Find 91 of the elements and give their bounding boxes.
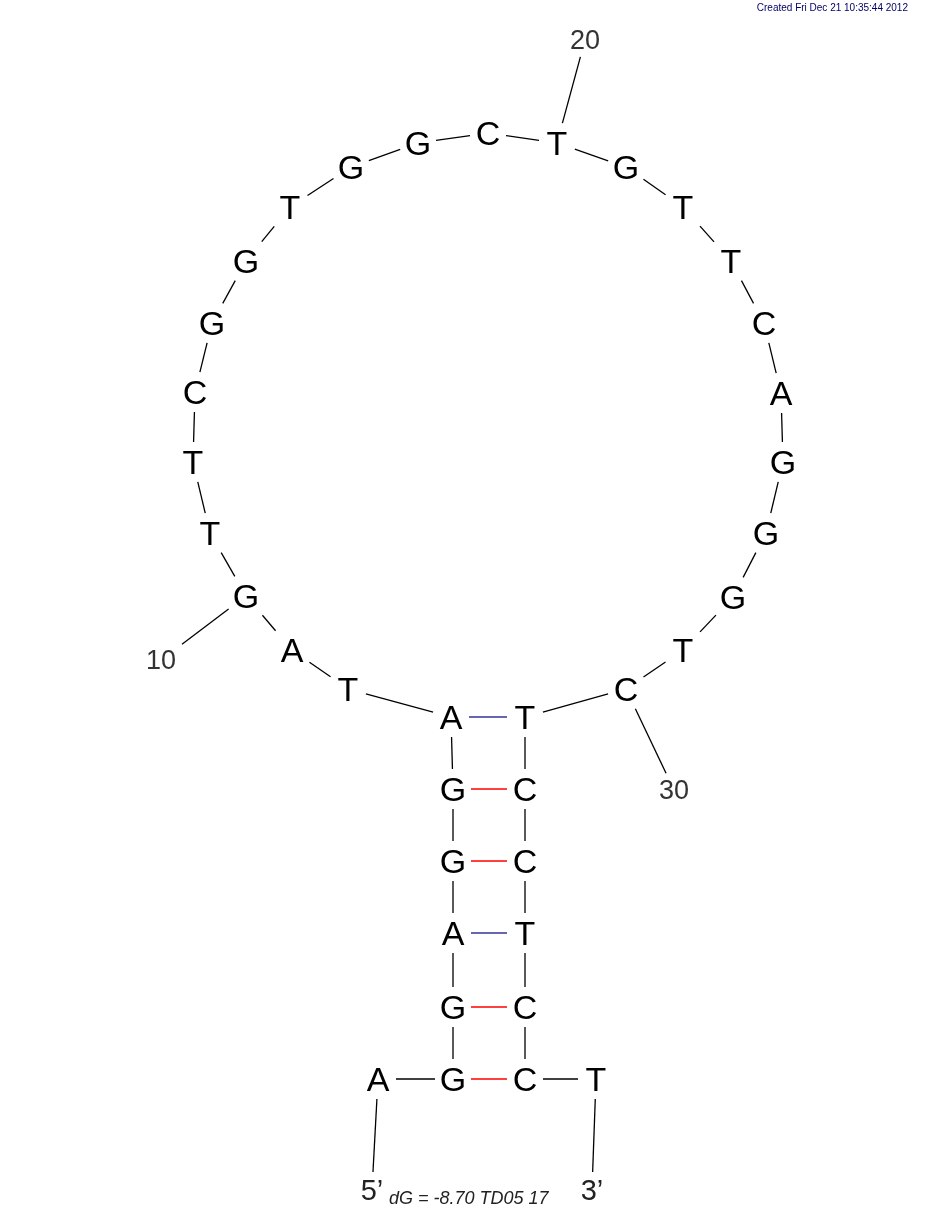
base-letter: T [542, 126, 572, 160]
backbone-line [306, 177, 335, 197]
backbone-line [261, 225, 275, 243]
backbone-line [197, 481, 206, 514]
base-pair-line [470, 788, 508, 790]
backbone-line [220, 551, 236, 578]
backbone-line [395, 1078, 436, 1080]
base-letter: G [718, 580, 748, 614]
backbone-line [574, 148, 609, 162]
base-letter: T [195, 516, 225, 550]
base-pair-line [470, 932, 508, 934]
base-letter: G [768, 445, 798, 479]
base-letter: T [668, 633, 698, 667]
backbone-line [435, 134, 471, 142]
base-letter: A [363, 1062, 393, 1096]
backbone-line [450, 736, 454, 770]
base-letter: T [510, 700, 540, 734]
backbone-line [699, 225, 715, 243]
base-letter: T [333, 672, 363, 706]
base-letter: A [438, 916, 468, 950]
backbone-line [740, 280, 755, 304]
position-number: 10 [141, 646, 181, 674]
base-letter: A [766, 376, 796, 410]
base-letter: G [403, 126, 433, 160]
strand-end-label: 5’ [358, 1175, 386, 1205]
base-letter: G [438, 772, 468, 806]
backbone-line [261, 614, 277, 632]
base-letter: A [277, 633, 307, 667]
backbone-line [542, 1078, 579, 1080]
backbone-line [642, 178, 667, 196]
base-letter: C [510, 990, 540, 1024]
backbone-line [542, 693, 609, 713]
leader-line [561, 56, 582, 124]
base-pair-line [470, 1006, 508, 1008]
base-letter: C [473, 116, 503, 150]
base-letter: C [510, 844, 540, 878]
backbone-line [199, 342, 208, 373]
backbone-line [452, 952, 454, 988]
backbone-line [365, 693, 434, 713]
backbone-line [524, 952, 526, 988]
base-letter: T [178, 445, 208, 479]
backbone-line [505, 134, 540, 142]
base-letter: T [716, 244, 746, 278]
backbone-line [308, 661, 332, 678]
timestamp-note: Created Fri Dec 21 10:35:44 2012 [756, 2, 908, 13]
position-number: 20 [565, 26, 605, 54]
base-letter: C [510, 772, 540, 806]
backbone-line [642, 661, 667, 678]
leader-line [592, 1098, 596, 1173]
base-pair-line [470, 1078, 508, 1080]
backbone-line [524, 808, 526, 842]
base-pair-line [468, 716, 508, 718]
base-pair-line [470, 860, 508, 862]
base-letter: G [336, 150, 366, 184]
base-letter: T [275, 190, 305, 224]
base-letter: A [436, 700, 466, 734]
base-letter: G [231, 244, 261, 278]
base-letter: G [751, 516, 781, 550]
free-energy-note: dG = -8.70 TD05 17 [389, 1188, 549, 1209]
strand-end-label: 3’ [578, 1175, 606, 1205]
base-letter: T [581, 1062, 611, 1096]
base-letter: G [438, 1062, 468, 1096]
base-letter: T [510, 916, 540, 950]
backbone-line [768, 342, 777, 374]
backbone-line [742, 552, 757, 578]
base-letter: T [668, 190, 698, 224]
backbone-line [452, 880, 454, 914]
base-letter: G [197, 306, 227, 340]
position-number: 30 [654, 776, 694, 804]
leader-line [372, 1098, 378, 1173]
backbone-line [368, 148, 401, 162]
base-letter: G [231, 579, 261, 613]
backbone-line [452, 1026, 454, 1060]
base-letter: C [749, 306, 779, 340]
backbone-line [452, 808, 454, 842]
base-letter: C [510, 1062, 540, 1096]
leader-line [181, 608, 230, 645]
base-letter: C [180, 375, 210, 409]
leader-line [634, 708, 667, 774]
base-letter: G [438, 844, 468, 878]
backbone-line [524, 1026, 526, 1060]
backbone-line [699, 614, 717, 633]
base-letter: C [611, 672, 641, 706]
backbone-line [222, 280, 236, 304]
base-letter: G [611, 150, 641, 184]
base-letter: G [438, 990, 468, 1024]
backbone-line [524, 736, 526, 770]
backbone-line [524, 880, 526, 914]
backbone-line [780, 412, 784, 443]
backbone-line [192, 411, 196, 443]
backbone-line [770, 481, 779, 514]
